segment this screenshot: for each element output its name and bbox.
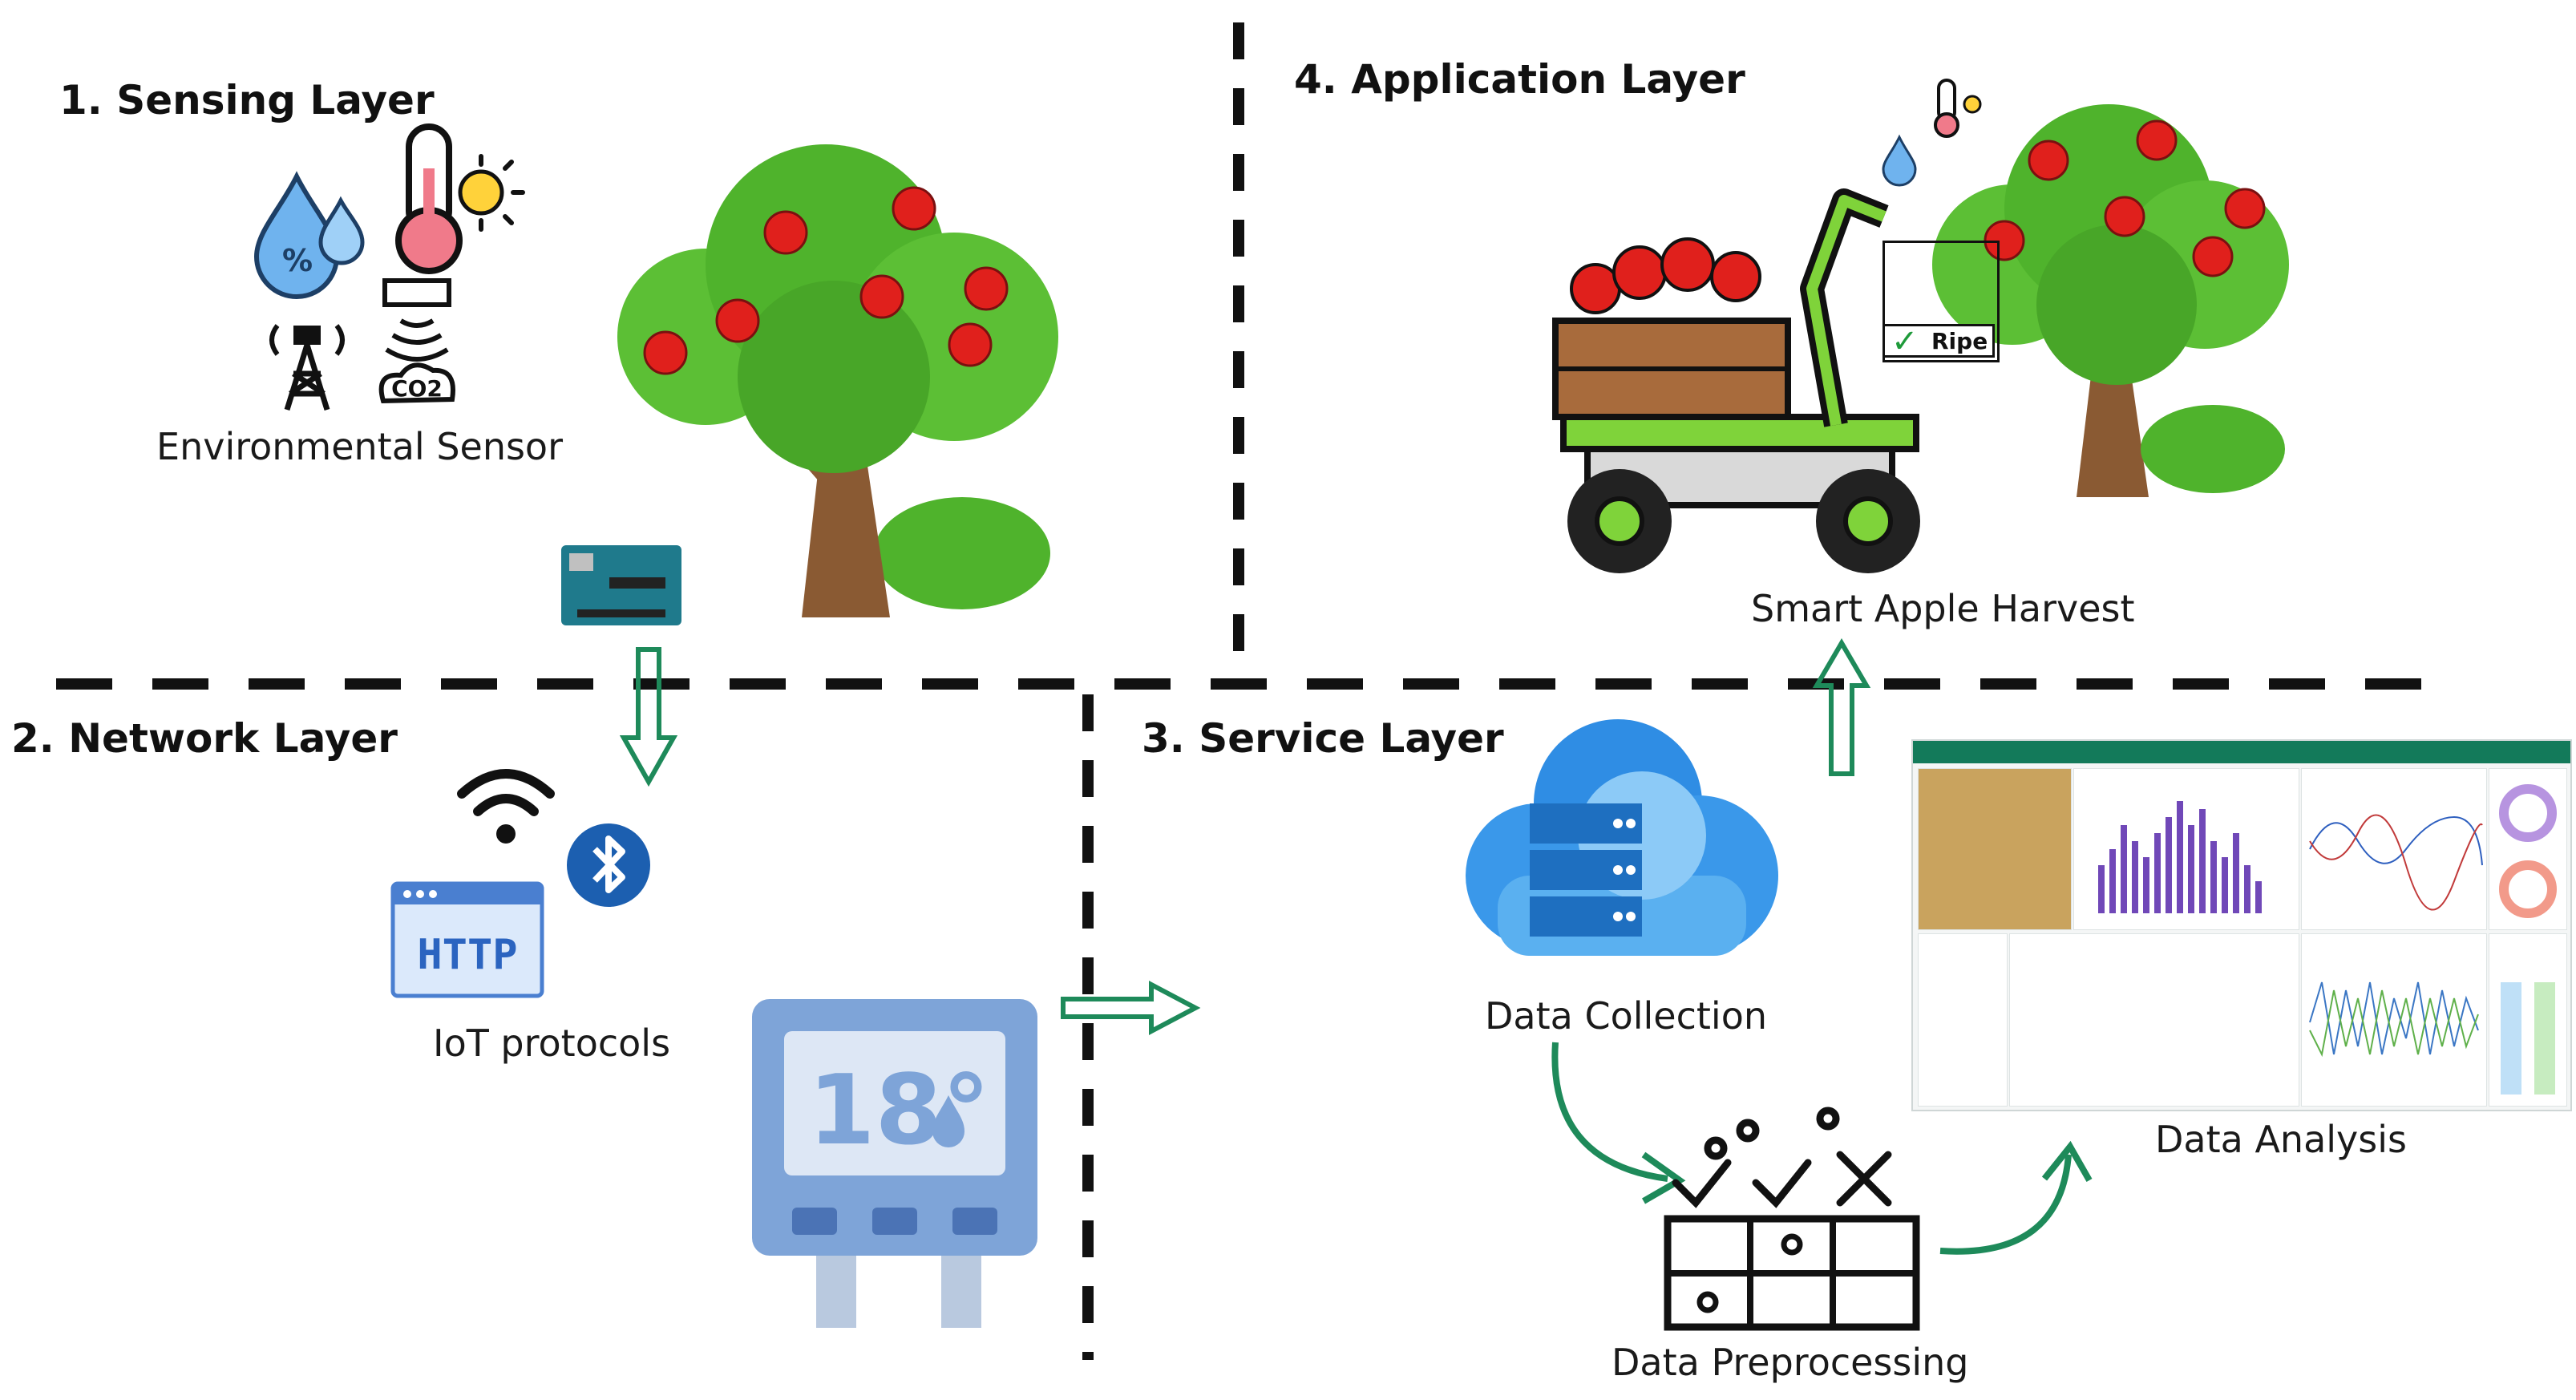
thermostat-icon: 18° [752, 999, 1037, 1328]
vertical-divider-top [1233, 22, 1244, 678]
data-collection-caption: Data Collection [1485, 994, 1767, 1038]
ripe-detection-box [1882, 241, 2000, 362]
horizontal-divider [56, 678, 2461, 690]
vertical-divider-bottom [1082, 694, 1094, 1360]
data-analysis-caption: Data Analysis [2155, 1118, 2407, 1161]
thermometer-icon [395, 123, 525, 274]
up-arrow-icon [1812, 638, 1871, 776]
dashboard-energy-tile [1918, 768, 2072, 930]
environmental-sensor-caption: Environmental Sensor [156, 425, 563, 468]
dashboard-line-panel-top [2301, 768, 2487, 930]
co2-label: CO2 [391, 375, 443, 402]
smart-apple-harvest-caption: Smart Apple Harvest [1751, 587, 2135, 630]
data-preprocessing-icon [1664, 1107, 1920, 1331]
ripe-label: Ripe [1931, 328, 1988, 354]
network-layer-title: 2. Network Layer [11, 715, 398, 762]
data-analysis-dashboard [1911, 739, 2572, 1111]
dashboard-bars-right [2489, 933, 2567, 1107]
small-thermometer-icon [1934, 79, 1982, 138]
right-arrow-icon [1061, 981, 1201, 1035]
apple-tree-icon [617, 144, 1058, 617]
dashboard-line-panel-bottom [2301, 933, 2487, 1107]
down-arrow-icon [619, 647, 678, 787]
weather-station-icon [269, 324, 345, 411]
check-icon: ✓ [1891, 323, 1919, 360]
dashboard-table-panel [2009, 933, 2299, 1107]
bluetooth-icon [567, 823, 650, 907]
cloud-server-icon [1466, 719, 1778, 956]
data-preprocessing-caption: Data Preprocessing [1612, 1341, 1969, 1384]
dashboard-bar-panel [2073, 768, 2299, 930]
svg-text:%: % [282, 243, 313, 278]
application-layer-title: 4. Application Layer [1294, 56, 1745, 103]
small-humidity-icon [1882, 134, 1917, 187]
service-layer-title: 3. Service Layer [1142, 715, 1504, 762]
co2-sensor-icon: CO2 [378, 278, 455, 404]
curved-arrow-to-analysis [1939, 1140, 2093, 1255]
wifi-icon [457, 769, 555, 844]
thermostat-reading: 18° [808, 1055, 990, 1167]
dashboard-contact-panel [1918, 933, 2008, 1107]
iot-protocols-caption: IoT protocols [433, 1022, 671, 1065]
dashboard-header [1913, 741, 2570, 763]
sensing-layer-title: 1. Sensing Layer [59, 77, 435, 123]
http-icon: HTTP [390, 881, 544, 998]
dashboard-gauge-panel [2489, 768, 2567, 930]
ripe-label-box: ✓ Ripe [1882, 323, 1995, 360]
humidity-icon: % [253, 171, 365, 299]
apple-tree-application-icon [1932, 104, 2289, 497]
http-label: HTTP [417, 931, 517, 979]
arduino-board-icon [561, 545, 681, 625]
harvest-robot-icon [1552, 188, 1920, 573]
curved-arrow-to-preprocessing [1551, 1042, 1686, 1204]
